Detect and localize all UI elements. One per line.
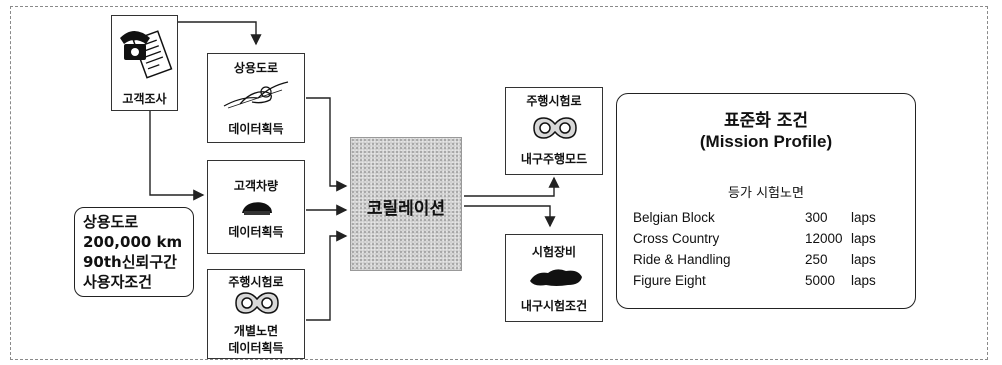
laps-unit: laps — [851, 252, 876, 267]
user-condition-line: 사용자조건 — [83, 272, 185, 292]
customer-survey-box: 고객조사 — [111, 15, 178, 111]
mission-row: Belgian Block 300 laps — [633, 210, 903, 228]
figure-eight-track-icon — [232, 290, 282, 316]
mission-row: Cross Country 12000 laps — [633, 231, 903, 249]
road-name: Cross Country — [633, 231, 719, 246]
rig-output-caption: 내구시험조건 — [506, 297, 602, 314]
user-condition-line: 90th신뢰구간 — [83, 252, 185, 272]
laps-value: 5000 — [805, 273, 835, 288]
user-condition-line: 200,000 km — [83, 232, 185, 252]
arrow-to-track — [464, 178, 554, 196]
figure-eight-track-icon — [530, 115, 580, 141]
laps-value: 300 — [805, 210, 828, 225]
vehicle-data-box: 고객차량 데이터획득 — [207, 160, 305, 254]
rig-output-title: 시험장비 — [506, 243, 602, 260]
correlation-box: 코릴레이션 — [350, 137, 462, 271]
proving-ground-caption-1: 개별노면 — [208, 322, 304, 339]
road-data-title: 상용도로 — [208, 59, 304, 76]
mission-profile-box: 표준화 조건 (Mission Profile) 등가 시험노면 Belgian… — [616, 93, 916, 309]
track-output-caption: 내구주행모드 — [506, 150, 602, 167]
rig-output-box: 시험장비 내구시험조건 — [505, 234, 603, 322]
arrow-proving-to-correlation — [306, 236, 346, 320]
user-conditions-box: 상용도로 200,000 km 90th신뢰구간 사용자조건 — [74, 207, 194, 297]
road-data-box: 상용도로 데이터획득 — [207, 53, 305, 143]
vehicle-data-caption: 데이터획득 — [208, 223, 304, 240]
road-name: Belgian Block — [633, 210, 715, 225]
arrow-survey-to-road — [178, 22, 256, 44]
test-rig-icon — [526, 265, 586, 289]
equivalent-road-heading: 등가 시험노면 — [617, 182, 915, 201]
road-name: Ride & Handling — [633, 252, 731, 267]
laps-unit: laps — [851, 231, 876, 246]
arrow-to-rig — [464, 206, 550, 226]
customer-survey-label: 고객조사 — [112, 90, 177, 107]
track-output-title: 주행시험로 — [506, 92, 602, 109]
proving-ground-title: 주행시험로 — [208, 273, 304, 290]
laps-value: 12000 — [805, 231, 843, 246]
laps-value: 250 — [805, 252, 828, 267]
hand-road-icon — [222, 78, 292, 110]
road-data-caption: 데이터획득 — [208, 120, 304, 137]
proving-ground-caption-2: 데이터획득 — [208, 339, 304, 356]
user-condition-line: 상용도로 — [83, 212, 185, 232]
correlation-label: 코릴레이션 — [351, 194, 461, 219]
track-output-box: 주행시험로 내구주행모드 — [505, 87, 603, 175]
arrow-survey-to-vehicle — [150, 110, 203, 195]
proving-ground-box: 주행시험로 개별노면 데이터획득 — [207, 269, 305, 359]
mission-profile-subtitle: (Mission Profile) — [617, 132, 915, 152]
laps-unit: laps — [851, 273, 876, 288]
arrow-road-to-correlation — [306, 98, 346, 186]
laps-unit: laps — [851, 210, 876, 225]
vehicle-data-title: 고객차량 — [208, 177, 304, 194]
mission-row: Ride & Handling 250 laps — [633, 252, 903, 270]
mission-row: Figure Eight 5000 laps — [633, 273, 903, 291]
telephone-document-icon — [116, 20, 174, 82]
road-name: Figure Eight — [633, 273, 706, 288]
mission-profile-title: 표준화 조건 — [617, 106, 915, 131]
vehicle-icon — [240, 199, 274, 217]
